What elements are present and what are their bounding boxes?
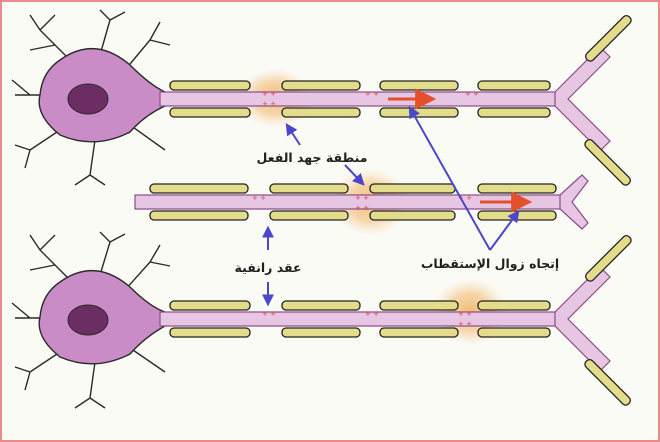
svg-text:+ +: + + <box>355 194 369 202</box>
label-action-potential-region: منطقة جهد الفعل <box>257 150 368 165</box>
axon-terminal-branches <box>555 47 610 151</box>
axon-icon <box>160 92 560 106</box>
nucleus-icon <box>68 305 108 335</box>
axon-terminal-branches <box>560 175 588 229</box>
svg-text:+ +: + + <box>252 194 266 202</box>
axon-terminal-branches <box>555 267 610 371</box>
svg-text:+ +: + + <box>355 204 369 212</box>
svg-text:+ +: + + <box>365 310 379 318</box>
label-depolarization-direction: إتجاه زوال الإستقطاب <box>421 256 559 271</box>
svg-text:+ +: + + <box>365 90 379 98</box>
svg-text:+ +: + + <box>458 320 472 328</box>
svg-text:+ +: + + <box>458 310 472 318</box>
direction-pointer-top <box>410 108 490 250</box>
svg-text:+ +: + + <box>262 90 276 98</box>
svg-text:+ +: + + <box>465 90 479 98</box>
label-nodes-of-ranvier: عقد رانفية <box>235 260 302 275</box>
pointer-arrow-top <box>287 125 300 145</box>
axon-icon <box>160 312 560 326</box>
svg-text:+ +: + + <box>262 310 276 318</box>
nucleus-icon <box>68 84 108 114</box>
svg-text:+ +: + + <box>262 100 276 108</box>
